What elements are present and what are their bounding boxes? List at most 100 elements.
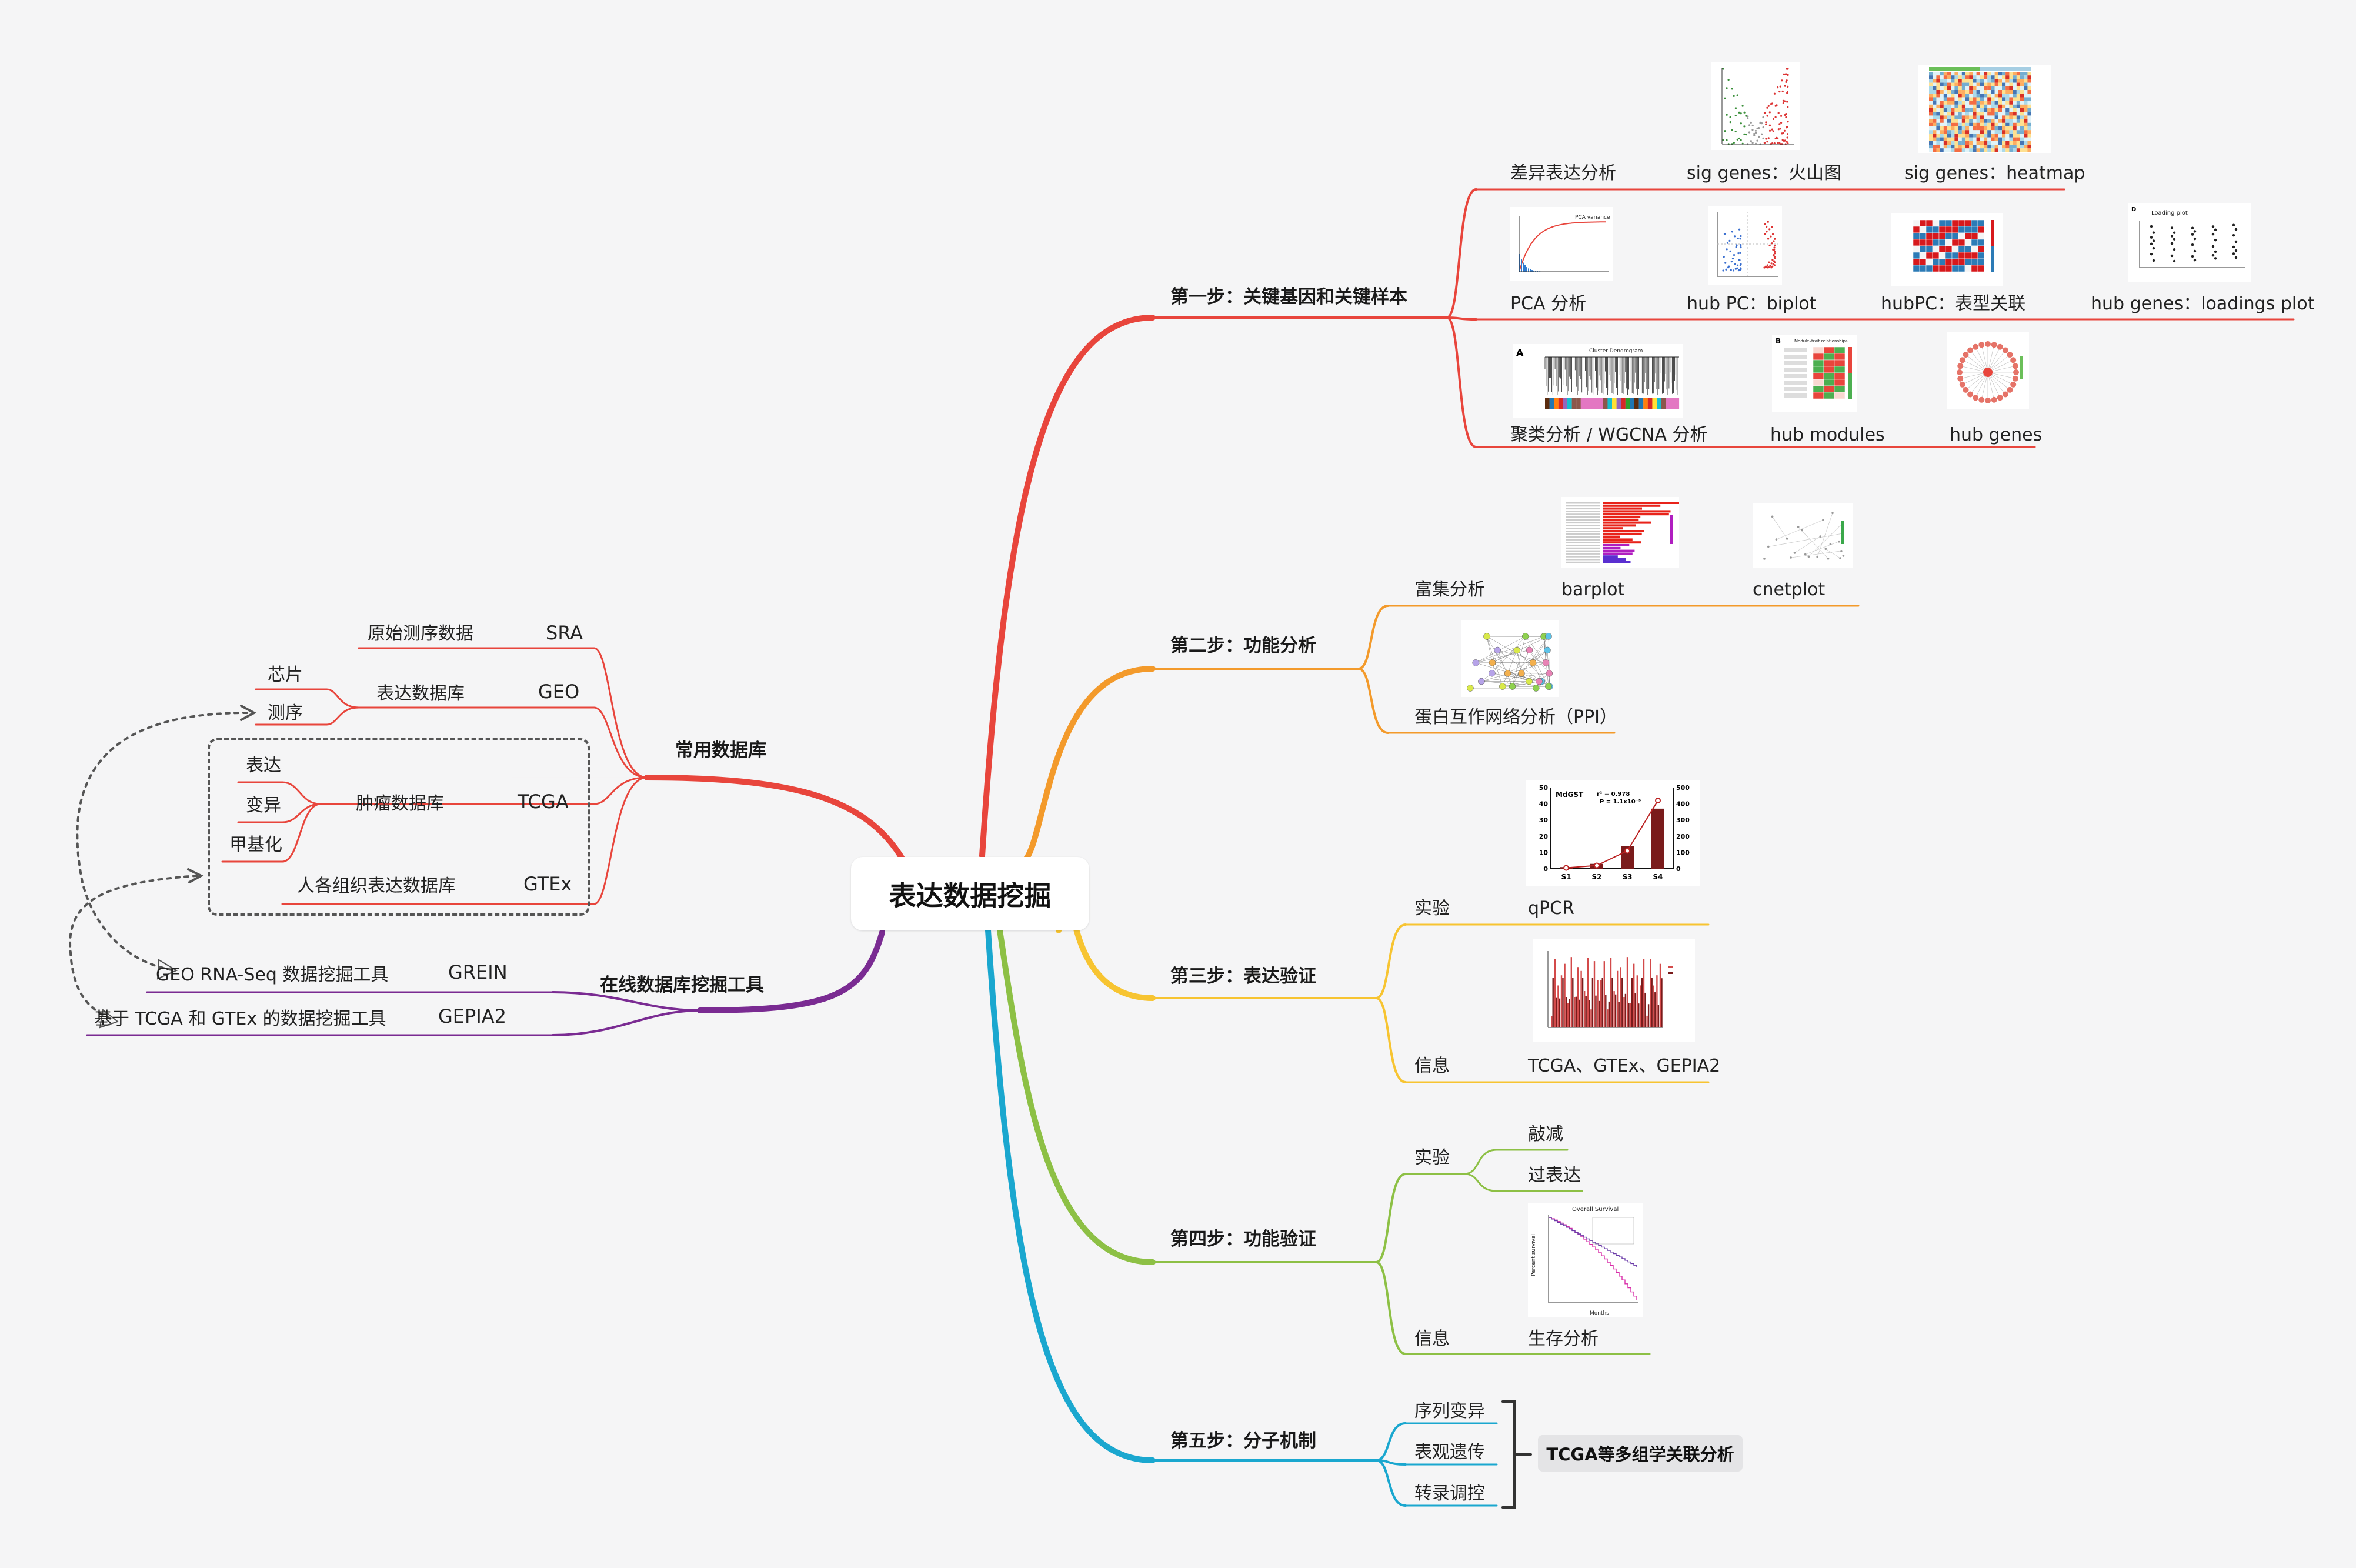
db-branch-0 xyxy=(593,647,648,779)
qpcr-ytick-left: 0 xyxy=(1543,865,1548,873)
s1-branch-wgcna xyxy=(1446,316,1477,448)
qpcr-point xyxy=(1563,865,1569,871)
volcano-plot-thumb[interactable] xyxy=(1711,62,1800,150)
ppi-network-thumb[interactable] xyxy=(1461,620,1559,697)
tcga-desc[interactable]: 肿瘤数据库 xyxy=(356,793,444,814)
common-db-label[interactable]: 常用数据库 xyxy=(675,740,766,761)
tcga-expr-label[interactable]: 表达 xyxy=(246,755,281,776)
s4-branch-info xyxy=(1375,1261,1407,1355)
sra-desc[interactable]: 原始测序数据 xyxy=(368,623,473,644)
qpcr-label[interactable]: qPCR xyxy=(1528,898,1574,919)
qpcr-ytick-right: 400 xyxy=(1676,800,1690,808)
qpcr-bar xyxy=(1651,808,1664,869)
geo-desc[interactable]: 表达数据库 xyxy=(376,683,465,704)
tcga-meth-label[interactable]: 甲基化 xyxy=(229,835,282,855)
geo-seq-label[interactable]: 测序 xyxy=(268,703,303,723)
tcga-gtex-bar-thumb[interactable] xyxy=(1533,939,1695,1042)
qpcr-ytick-left: 30 xyxy=(1539,816,1549,824)
biplot-thumb[interactable] xyxy=(1708,206,1782,285)
gtex-name[interactable]: GTEx xyxy=(523,873,572,895)
svg-text:Percent survival: Percent survival xyxy=(1531,1234,1537,1276)
step4-info-label[interactable]: 信息 xyxy=(1414,1329,1450,1349)
geo-name[interactable]: GEO xyxy=(538,680,580,703)
qpcr-point xyxy=(1624,848,1630,854)
barplot-thumb[interactable] xyxy=(1561,497,1679,568)
grein-name[interactable]: GREIN xyxy=(448,961,508,983)
online-tools-label[interactable]: 在线数据库挖掘工具 xyxy=(600,975,764,996)
grein-desc[interactable]: GEO RNA-Seq 数据挖掘工具 xyxy=(156,965,389,985)
gepia2-desc[interactable]: 基于 TCGA 和 GTEx 的数据挖掘工具 xyxy=(94,1009,386,1029)
qpcr-ytick-left: 40 xyxy=(1539,800,1549,808)
s4-branch-overexp xyxy=(1463,1173,1498,1192)
gepia2-branch xyxy=(552,1009,701,1036)
heatmap-label[interactable]: sig genes：heatmap xyxy=(1904,163,2085,184)
qpcr-ytick-right: 100 xyxy=(1676,849,1690,856)
ppi-label[interactable]: 蛋白互作网络分析（PPI） xyxy=(1414,707,1618,728)
root-topic[interactable]: 表达数据挖掘 xyxy=(851,857,1089,930)
qpcr-bar xyxy=(1621,846,1634,869)
barplot-label[interactable]: barplot xyxy=(1561,579,1625,600)
s5-branch-seq xyxy=(1375,1422,1407,1462)
volcano-label[interactable]: sig genes：火山图 xyxy=(1687,163,1842,184)
hub-genes-network-thumb[interactable] xyxy=(1947,332,2029,409)
tcga-meth-branch xyxy=(281,803,322,863)
survival-label[interactable]: 生存分析 xyxy=(1528,1329,1599,1349)
arrow-head-gepia2 xyxy=(99,1009,119,1029)
arrow-head xyxy=(187,868,204,883)
knockdown-label[interactable]: 敲减 xyxy=(1528,1124,1563,1145)
db-branch-3 xyxy=(593,776,648,905)
branch-step-1 xyxy=(979,315,1156,859)
gepia2-name[interactable]: GEPIA2 xyxy=(438,1005,506,1027)
cnetplot-label[interactable]: cnetplot xyxy=(1753,579,1826,600)
tcga-name[interactable]: TCGA xyxy=(518,790,569,813)
transcription-reg-label[interactable]: 转录调控 xyxy=(1414,1483,1485,1504)
loadings-label[interactable]: hub genes：loadings plot xyxy=(2091,293,2315,314)
step2-label[interactable]: 第二步：功能分析 xyxy=(1170,635,1316,656)
biplot-label[interactable]: hub PC：biplot xyxy=(1687,293,1817,314)
step1-label[interactable]: 第一步：关键基因和关键样本 xyxy=(1170,286,1407,308)
geo-chip-label[interactable]: 芯片 xyxy=(268,665,303,685)
pca-variance-thumb[interactable]: PCA variance xyxy=(1510,207,1613,281)
hub-modules-label[interactable]: hub modules xyxy=(1770,425,1885,445)
step3-exp-label[interactable]: 实验 xyxy=(1414,898,1450,919)
tcga-gtex-gepia2-label[interactable]: TCGA、GTEx、GEPIA2 xyxy=(1528,1056,1721,1076)
cnetplot-thumb[interactable] xyxy=(1753,503,1853,568)
phenotype-assoc-label[interactable]: hubPC：表型关联 xyxy=(1881,293,2026,314)
enrichment-label[interactable]: 富集分析 xyxy=(1414,579,1485,600)
overexpression-label[interactable]: 过表达 xyxy=(1528,1165,1581,1186)
heatmap-thumb[interactable] xyxy=(1918,65,2051,153)
step3-info-label[interactable]: 信息 xyxy=(1414,1056,1450,1076)
omics-summary-box[interactable]: TCGA等多组学关联分析 xyxy=(1538,1435,1743,1472)
step4-label[interactable]: 第四步：功能验证 xyxy=(1170,1229,1316,1250)
hub-genes-label[interactable]: hub genes xyxy=(1950,425,2043,445)
qpcr-ytick-left: 50 xyxy=(1539,784,1549,792)
diff-expr-label[interactable]: 差异表达分析 xyxy=(1510,163,1616,184)
seq-variation-label[interactable]: 序列变异 xyxy=(1414,1401,1485,1422)
pca-label[interactable]: PCA 分析 xyxy=(1510,293,1587,314)
sra-name[interactable]: SRA xyxy=(546,622,583,644)
tcga-var-label[interactable]: 变异 xyxy=(246,795,281,816)
svg-text:PCA variance: PCA variance xyxy=(1575,215,1610,221)
wgcna-label[interactable]: 聚类分析 / WGCNA 分析 xyxy=(1510,425,1708,445)
relation-geo-grein xyxy=(76,712,248,972)
gtex-desc[interactable]: 人各组织表达数据库 xyxy=(297,876,456,896)
epigenetics-label[interactable]: 表观遗传 xyxy=(1414,1442,1485,1463)
summary-bracket xyxy=(1501,1400,1516,1509)
qpcr-ytick-left: 20 xyxy=(1539,833,1549,840)
qpcr-ytick-left: 10 xyxy=(1539,849,1549,856)
svg-text:Cluster Dendrogram: Cluster Dendrogram xyxy=(1589,348,1643,354)
step3-label[interactable]: 第三步：表达验证 xyxy=(1170,966,1316,987)
step5-label[interactable]: 第五步：分子机制 xyxy=(1170,1430,1316,1452)
grein-branch xyxy=(552,991,701,1012)
s3-branch-exp xyxy=(1375,923,1407,999)
s3-branch-info xyxy=(1375,997,1407,1083)
step4-exp-label[interactable]: 实验 xyxy=(1414,1147,1450,1168)
phenotype-heatmap-thumb[interactable] xyxy=(1891,213,2003,286)
